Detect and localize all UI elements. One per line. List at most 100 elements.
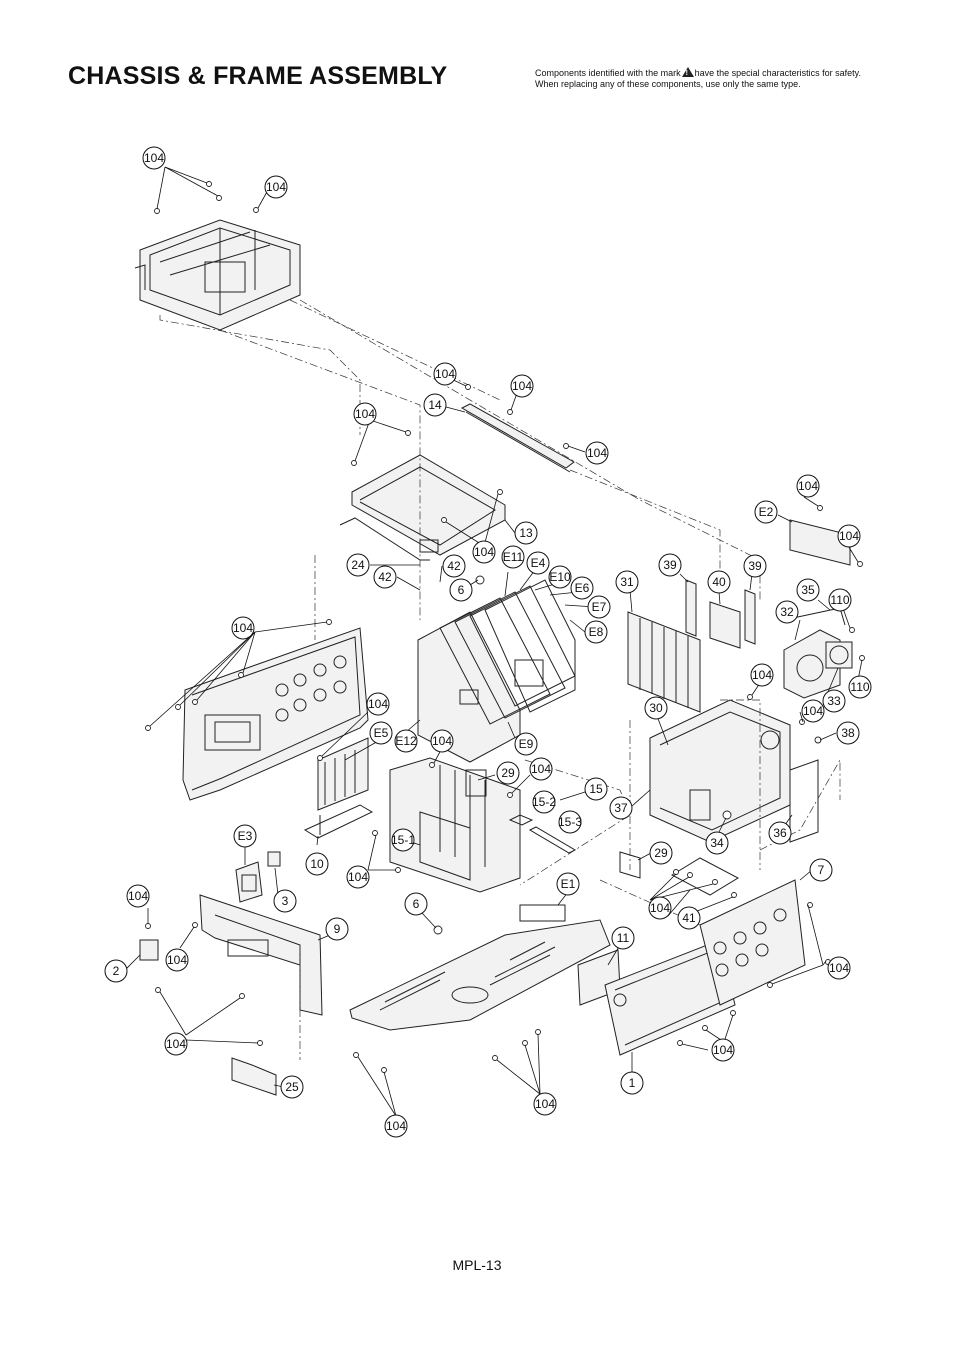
callout-104: 104 [264, 175, 288, 199]
screw-icon [799, 719, 805, 725]
screw-icon [192, 922, 198, 928]
screw-icon [155, 987, 161, 993]
callout-3: 3 [273, 889, 297, 913]
side-panel-7-part [699, 879, 806, 1006]
screw-icon [849, 627, 855, 633]
screw-icon [192, 699, 198, 705]
callout-104: 104 [346, 865, 370, 889]
safety-note-line-1: Components identified with the mark have … [535, 67, 861, 79]
screw-icon [702, 1025, 708, 1031]
screw-icon [497, 489, 503, 495]
screw-icon [722, 810, 732, 820]
plates-39-40-part [685, 579, 756, 649]
board-e5-part [317, 737, 369, 811]
svg-text:104: 104 [839, 529, 859, 543]
part-2-part [139, 939, 159, 961]
callout-104: 104 [529, 757, 553, 781]
screw-icon [814, 736, 822, 744]
svg-text:15-3: 15-3 [558, 815, 582, 829]
svg-text:33: 33 [827, 694, 841, 708]
screw-icon [522, 1040, 528, 1046]
plate-e2-part [789, 519, 851, 566]
svg-text:42: 42 [447, 559, 461, 573]
callout-104: 104 [164, 1032, 188, 1056]
callout-e9: E9 [514, 732, 538, 756]
svg-text:104: 104 [432, 734, 452, 748]
rods-15-2-15-3-part [508, 814, 577, 854]
svg-text:35: 35 [801, 583, 815, 597]
svg-text:34: 34 [710, 836, 724, 850]
svg-text:104: 104 [144, 151, 164, 165]
svg-text:9: 9 [334, 922, 341, 936]
svg-text:42: 42 [378, 570, 392, 584]
svg-text:104: 104 [798, 479, 818, 493]
svg-text:104: 104 [435, 367, 455, 381]
callout-104: 104 [366, 692, 390, 716]
screw-icon [730, 1010, 736, 1016]
callout-104: 104 [648, 896, 672, 920]
screw-icon [465, 384, 471, 390]
screw-icon [817, 505, 823, 511]
screw-icon [535, 1029, 541, 1035]
screw-icon [807, 902, 813, 908]
callout-104: 104 [711, 1038, 735, 1062]
callout-15-2: 15-2 [532, 790, 556, 814]
callout-104: 104 [353, 402, 377, 426]
screw-icon [687, 872, 693, 878]
svg-text:31: 31 [620, 575, 634, 589]
svg-text:104: 104 [368, 697, 388, 711]
callout-25: 25 [280, 1075, 304, 1099]
callout-e3: E3 [233, 824, 257, 848]
callout-30: 30 [644, 696, 668, 720]
svg-text:104: 104 [752, 668, 772, 682]
svg-text:40: 40 [712, 575, 726, 589]
callout-39: 39 [743, 554, 767, 578]
screw-icon [747, 694, 753, 700]
callout-42: 42 [373, 565, 397, 589]
callout-104: 104 [796, 474, 820, 498]
callout-104: 104 [533, 1092, 557, 1116]
callout-14: 14 [423, 393, 447, 417]
screw-icon [507, 792, 513, 798]
callout-33: 33 [822, 689, 846, 713]
screw-icon [206, 181, 212, 187]
callout-15-3: 15-3 [558, 810, 582, 834]
svg-text:41: 41 [682, 911, 696, 925]
svg-text:E6: E6 [575, 581, 590, 595]
svg-text:32: 32 [780, 605, 794, 619]
sheet-36-part [789, 759, 819, 843]
callout-34: 34 [705, 831, 729, 855]
callout-41: 41 [677, 906, 701, 930]
main-frame-30-part [649, 699, 791, 843]
svg-text:104: 104 [166, 1037, 186, 1051]
svg-text:24: 24 [351, 558, 365, 572]
svg-text:13: 13 [519, 526, 533, 540]
safety-note-text-b: have the special characteristics for saf… [694, 68, 861, 78]
callout-32: 32 [775, 600, 799, 624]
svg-text:104: 104 [803, 704, 823, 718]
screw-icon [441, 517, 447, 523]
svg-text:104: 104 [713, 1043, 733, 1057]
callout-2: 2 [104, 959, 128, 983]
page-number: MPL-13 [452, 1257, 502, 1273]
callout-110: 110 [828, 588, 852, 612]
svg-text:104: 104 [531, 762, 551, 776]
svg-text:110: 110 [830, 593, 849, 607]
screw-icon [353, 1052, 359, 1058]
screw-icon [326, 619, 332, 625]
callout-e8: E8 [584, 620, 608, 644]
callout-e12: E12 [394, 729, 418, 753]
screw-icon [239, 993, 245, 999]
screw-icon [767, 982, 773, 988]
screw-icon [351, 460, 357, 466]
svg-text:104: 104 [650, 901, 670, 915]
svg-text:30: 30 [649, 701, 663, 715]
safety-note-text-a: Components identified with the mark [535, 68, 681, 78]
callout-29: 29 [649, 841, 673, 865]
screw-icon [145, 923, 151, 929]
callout-104: 104 [837, 524, 861, 548]
callout-6: 6 [404, 892, 428, 916]
screw-icon [372, 830, 378, 836]
callout-e1: E1 [556, 872, 580, 896]
